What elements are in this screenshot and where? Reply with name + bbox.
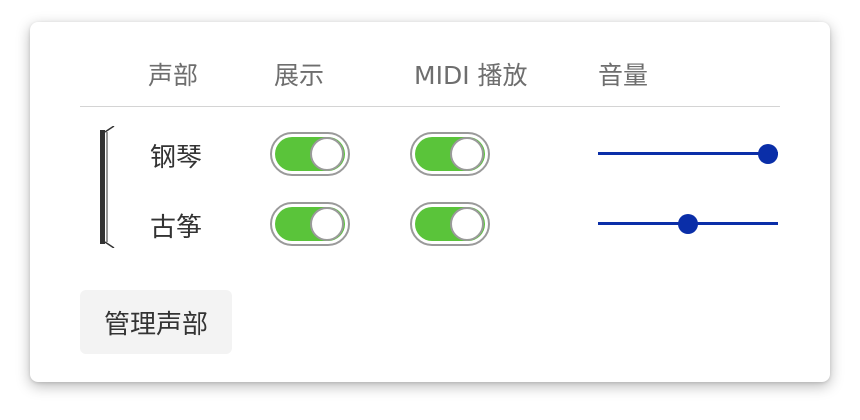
header-volume: 音量 — [598, 61, 649, 90]
part-settings-panel: 声部 展示 MIDI 播放 音量 钢琴 古筝 — [30, 22, 830, 382]
volume-slider[interactable] — [598, 142, 778, 166]
midi-playback-toggle[interactable] — [410, 202, 490, 246]
header-part: 声部 — [148, 61, 199, 90]
slider-thumb[interactable] — [758, 144, 778, 164]
slider-thumb[interactable] — [678, 214, 698, 234]
table-row: 钢琴 — [30, 129, 830, 179]
toggle-knob — [310, 207, 344, 241]
toggle-knob — [450, 137, 484, 171]
manage-parts-button[interactable]: 管理声部 — [80, 290, 232, 354]
table-row: 古筝 — [30, 199, 830, 249]
toggle-knob — [450, 207, 484, 241]
volume-slider[interactable] — [598, 212, 778, 236]
show-toggle[interactable] — [270, 132, 350, 176]
part-group-bracket-icon — [100, 126, 115, 248]
show-toggle[interactable] — [270, 202, 350, 246]
table-header: 声部 展示 MIDI 播放 音量 — [80, 50, 780, 107]
header-midi-playback: MIDI 播放 — [414, 61, 528, 90]
part-name: 古筝 — [150, 213, 203, 243]
part-name: 钢琴 — [150, 143, 203, 173]
slider-rail — [598, 152, 778, 155]
header-show: 展示 — [274, 61, 325, 90]
toggle-knob — [310, 137, 344, 171]
midi-playback-toggle[interactable] — [410, 132, 490, 176]
